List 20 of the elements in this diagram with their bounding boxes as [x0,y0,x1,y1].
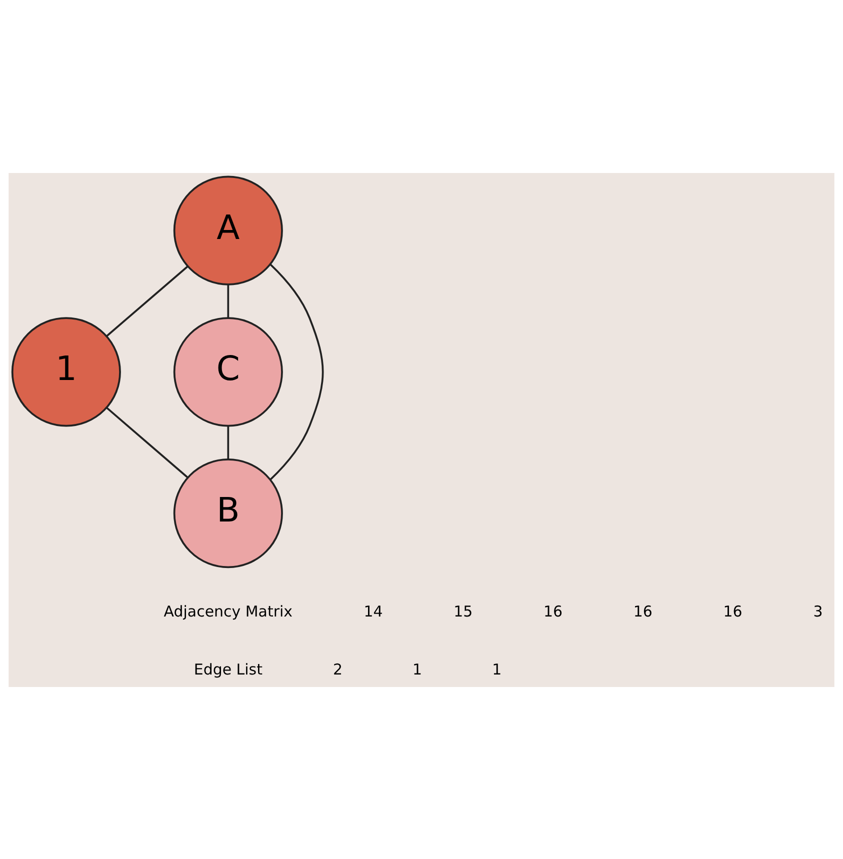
label: 1 [412,660,422,678]
label: 3 [813,602,823,620]
label: 16 [633,602,652,620]
node-circle: 1 [11,316,121,426]
node-circle: A [173,175,283,285]
connector [106,406,188,478]
connector [106,265,188,336]
label: 15 [454,602,473,620]
node-circle: C [173,316,283,426]
label: Adjacency Matrix [164,602,293,620]
node-circle: B [173,458,283,568]
connector [270,263,324,480]
label: Edge List [194,660,262,678]
connector [227,284,230,318]
label: 14 [364,602,383,620]
label: 1 [492,660,502,678]
connector [227,426,230,459]
label: 16 [544,602,563,620]
label: 2 [332,660,342,678]
label: 16 [723,602,742,620]
